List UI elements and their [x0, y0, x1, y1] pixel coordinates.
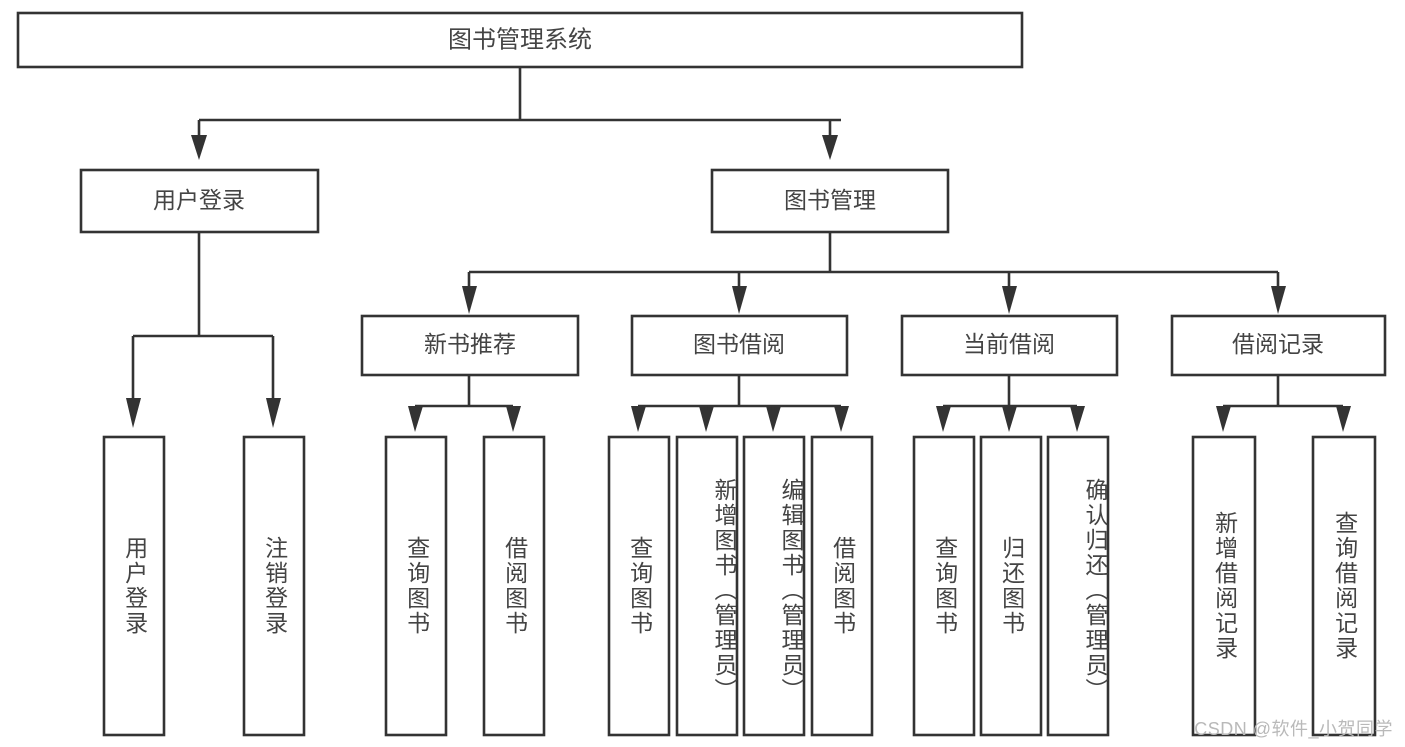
node-book-manage[interactable]: 图书管理: [710, 168, 950, 234]
arrow-head-leaf-add-book: [699, 406, 714, 432]
arrow-head-new-book-rec: [462, 286, 477, 314]
node-new-book-rec-label: 新书推荐: [424, 331, 516, 357]
leaf-box-borrow-book-1[interactable]: [482, 435, 546, 737]
node-book-borrow-box[interactable]: [630, 314, 849, 377]
leaf-box-add-book[interactable]: [675, 435, 739, 737]
node-user-login-box[interactable]: [79, 168, 320, 234]
leaf-box-user-logout[interactable]: [242, 435, 306, 737]
node-borrow-record-label: 借阅记录: [1232, 331, 1324, 357]
node-root[interactable]: 图书管理系统: [16, 11, 1024, 69]
arrow-head-leaf-user-login: [126, 398, 141, 428]
arrow-head-leaf-query-book-2: [631, 406, 646, 432]
leaf-boxes: [102, 435, 1377, 737]
node-current-borrow-label: 当前借阅: [963, 331, 1055, 357]
leaf-box-add-record[interactable]: [1191, 435, 1257, 737]
arrow-head-user-login: [191, 135, 207, 160]
node-book-manage-box[interactable]: [710, 168, 950, 234]
connector-group-current-borrow: [936, 375, 1085, 432]
node-user-login[interactable]: 用户登录: [79, 168, 320, 234]
node-book-borrow[interactable]: 图书借阅: [630, 314, 849, 377]
connector-group-book-borrow: [631, 375, 849, 432]
connector-group-borrow-record: [1216, 375, 1351, 432]
connector-group-user-login: [126, 232, 281, 428]
leaf-box-query-book-3[interactable]: [912, 435, 976, 737]
arrow-head-book-borrow: [732, 286, 747, 314]
node-borrow-record[interactable]: 借阅记录: [1170, 314, 1387, 377]
node-root-label: 图书管理系统: [448, 26, 592, 53]
connector-group-book-manage: [462, 232, 1286, 314]
arrow-head-leaf-query-record: [1336, 406, 1351, 432]
connector-group-root: [191, 67, 841, 160]
node-root-box[interactable]: [16, 11, 1024, 69]
leaf-box-user-login[interactable]: [102, 435, 166, 737]
leaf-box-borrow-book-2[interactable]: [810, 435, 874, 737]
leaf-box-query-record[interactable]: [1311, 435, 1377, 737]
arrow-head-leaf-add-record: [1216, 406, 1231, 432]
arrow-head-leaf-user-logout: [266, 398, 281, 428]
node-current-borrow-box[interactable]: [900, 314, 1119, 377]
leaf-box-return-book[interactable]: [979, 435, 1043, 737]
arrow-head-leaf-borrow-book-1: [506, 406, 521, 432]
arrow-head-leaf-edit-book: [766, 406, 781, 432]
node-user-login-label: 用户登录: [153, 187, 245, 213]
arrow-head-leaf-return-book: [1002, 406, 1017, 432]
arrow-head-book-manage: [822, 135, 838, 160]
arrow-head-leaf-confirm-return: [1070, 406, 1085, 432]
node-borrow-record-box[interactable]: [1170, 314, 1387, 377]
node-book-manage-label: 图书管理: [784, 187, 876, 213]
node-book-borrow-label: 图书借阅: [693, 331, 785, 357]
node-new-book-rec-box[interactable]: [360, 314, 580, 377]
leaf-box-query-book-1[interactable]: [384, 435, 448, 737]
connector-group-new-book-rec: [408, 375, 521, 432]
arrow-head-leaf-query-book-3: [936, 406, 951, 432]
leaf-box-confirm-return[interactable]: [1046, 435, 1110, 737]
node-current-borrow[interactable]: 当前借阅: [900, 314, 1119, 377]
arrow-head-leaf-borrow-book-2: [834, 406, 849, 432]
arrow-head-borrow-record: [1271, 286, 1286, 314]
leaf-box-query-book-2[interactable]: [607, 435, 671, 737]
node-new-book-rec[interactable]: 新书推荐: [360, 314, 580, 377]
leaf-box-edit-book[interactable]: [742, 435, 806, 737]
arrow-head-leaf-query-book-1: [408, 406, 423, 432]
csdn-watermark: CSDN @软件_小贺同学: [1194, 719, 1393, 739]
arrow-head-current-borrow: [1002, 286, 1017, 314]
